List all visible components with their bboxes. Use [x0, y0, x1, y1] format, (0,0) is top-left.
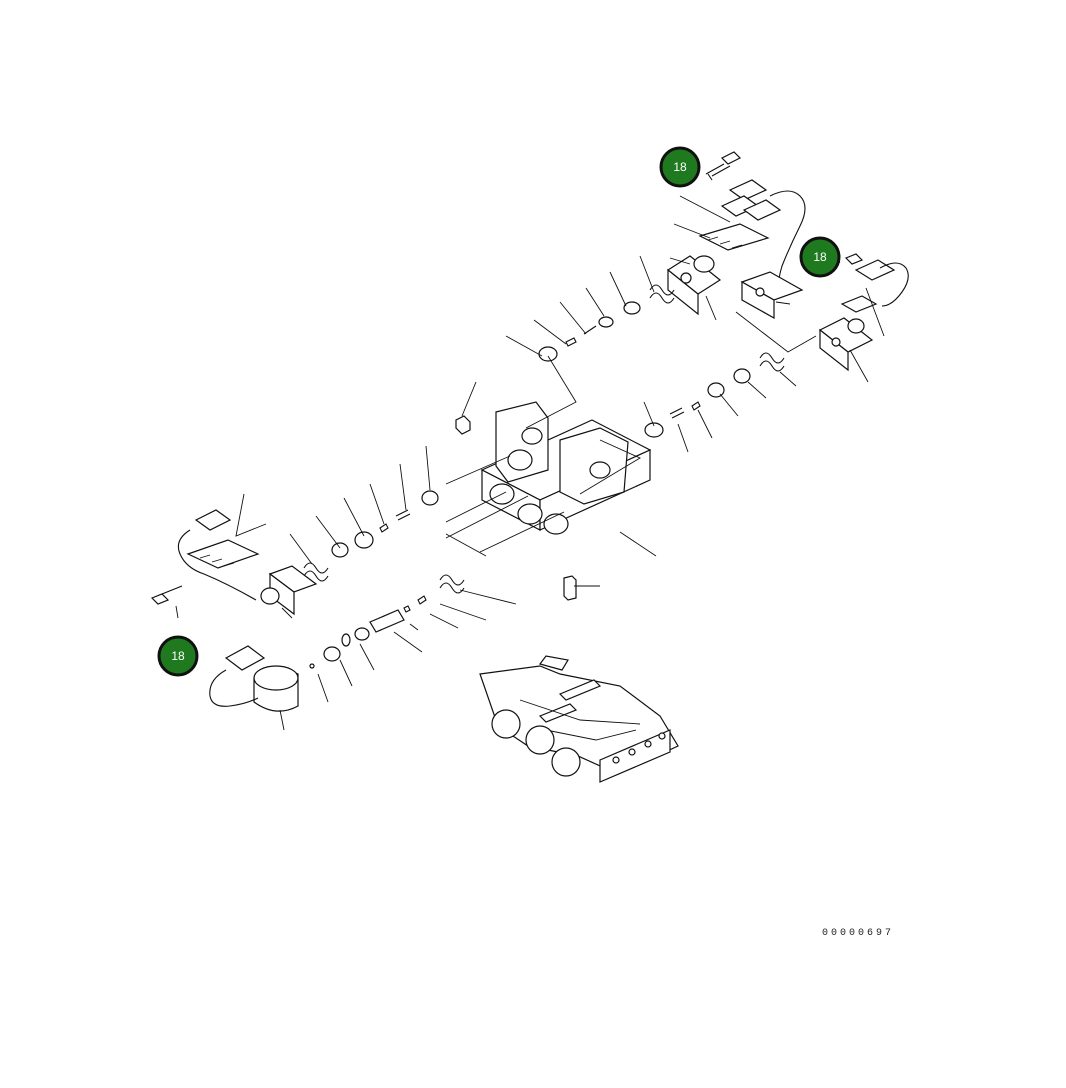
callout-18-lower-left[interactable]: 18 — [157, 635, 199, 677]
solenoid-valve-upper-2 — [643, 253, 909, 453]
valve-body-assembled — [479, 655, 679, 783]
callout-18-upper-right[interactable]: 18 — [799, 236, 841, 278]
drawing-id: 00000697 — [822, 928, 895, 939]
solenoid-valve-upper-1 — [505, 151, 806, 362]
valve-body — [445, 355, 657, 601]
svg-text:18: 18 — [171, 649, 185, 663]
svg-text:18: 18 — [673, 160, 687, 174]
solenoid-valve-lower — [209, 574, 517, 731]
svg-text:18: 18 — [813, 250, 827, 264]
left-valve-stack — [150, 445, 439, 619]
callout-18-upper-left[interactable]: 18 — [659, 146, 701, 188]
